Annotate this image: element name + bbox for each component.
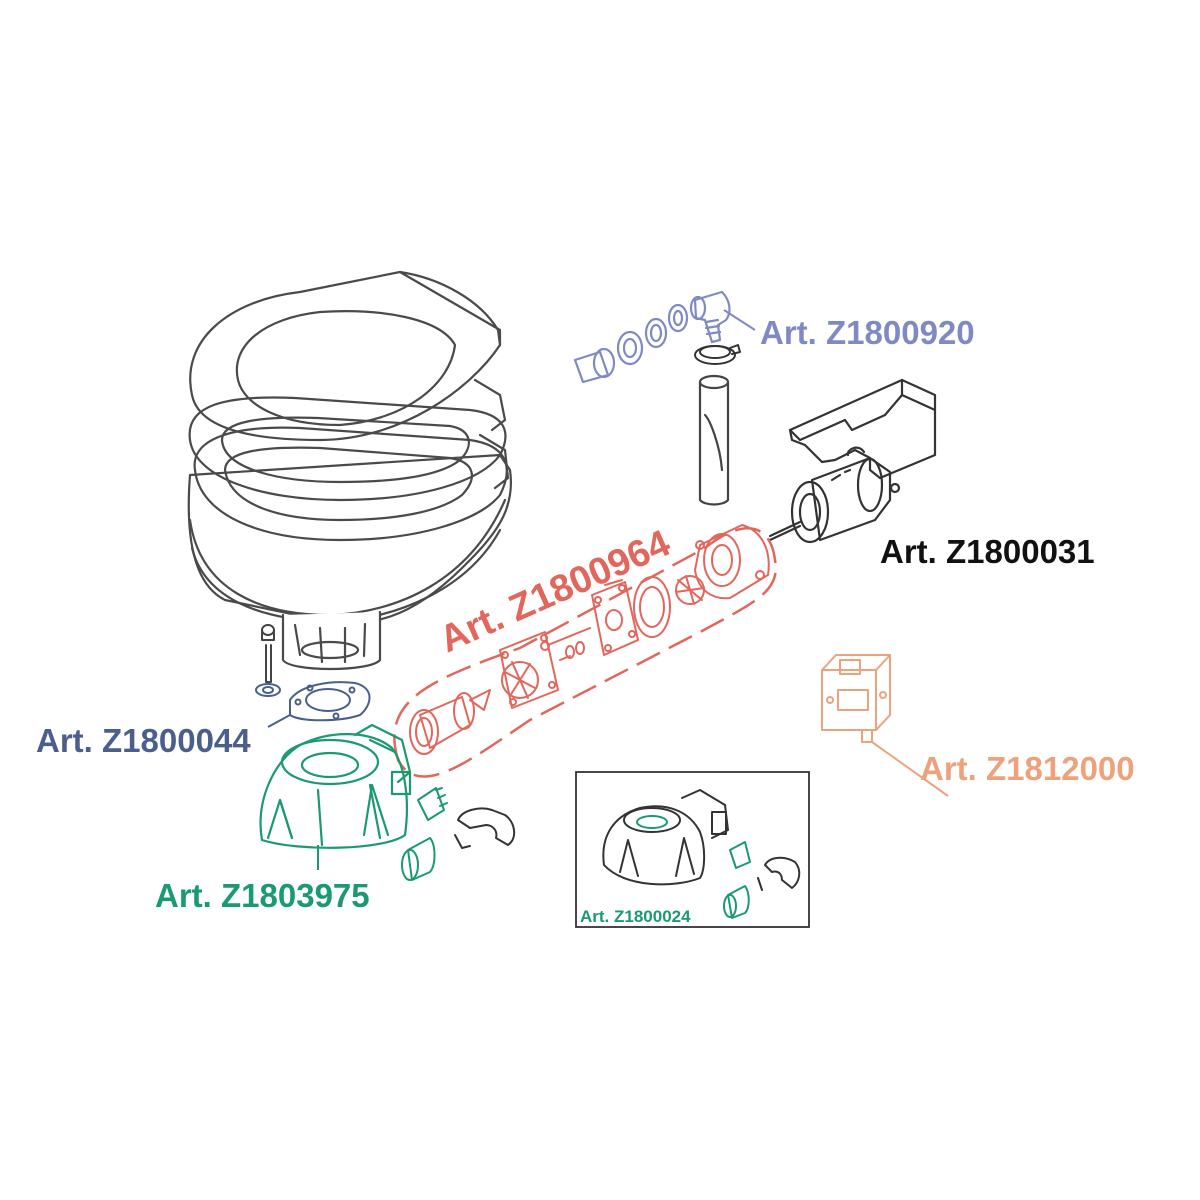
base-gasket-kit-drawing [255,624,371,722]
switch-drawing [821,654,891,743]
base-gasket-leader-line [267,714,291,728]
inlet-elbow-leader-line [723,309,756,331]
motor-drawing [768,378,937,544]
inset-pump-assembly-drawing [602,789,729,886]
inlet-hose-drawing [698,374,730,506]
switch-leader-line [871,741,949,797]
base-gasket-kit-label: Art. Z1800044 [36,722,251,759]
pump-assembly-inset-label: Art. Z1800024 [580,907,691,926]
pump-kit-parts-drawing [409,524,770,755]
inset-fittings-drawing [723,841,801,919]
pump-kit-outline [393,527,777,778]
toilet-bowl-drawing [187,270,512,671]
inlet-elbow-kit-label: Art. Z1800920 [760,314,975,351]
inlet-elbow-kit-drawing [573,290,731,384]
inset-frame [575,771,810,928]
pump-housing-drawing [259,723,412,849]
switch-label: Art. Z1812000 [920,750,1135,787]
motor-label: Art. Z1800031 [880,533,1095,570]
hose-clamp-drawing [694,344,741,365]
pump-housing-label: Art. Z1803975 [155,877,370,914]
housing-fittings-drawing [401,787,516,881]
